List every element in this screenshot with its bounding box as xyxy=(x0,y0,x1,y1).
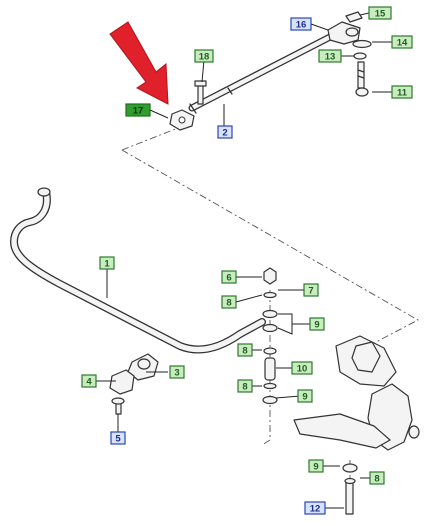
callout-5-text: 5 xyxy=(115,434,121,445)
callout-15[interactable]: 15 xyxy=(368,6,392,20)
callout-1-text: 1 xyxy=(104,259,110,270)
callout-9-bottom[interactable]: 9 xyxy=(308,459,324,473)
callout-14-text: 14 xyxy=(397,38,408,49)
bolt-part-12 xyxy=(344,477,356,515)
callout-3-text: 3 xyxy=(174,368,179,379)
callout-16[interactable]: 16 xyxy=(290,17,312,31)
callout-8-bottom[interactable]: 8 xyxy=(369,471,385,485)
callout-5[interactable]: 5 xyxy=(110,431,126,445)
link-hardware-stack xyxy=(262,267,278,405)
callout-2-text: 2 xyxy=(222,128,227,139)
bracket-part-4 xyxy=(109,369,135,395)
callout-8-bottom-text: 8 xyxy=(374,474,379,485)
callout-9-bottom-text: 9 xyxy=(313,462,318,473)
callout-13-text: 13 xyxy=(325,52,336,63)
callout-9-upper-text: 9 xyxy=(314,320,319,331)
callout-10[interactable]: 10 xyxy=(291,361,313,375)
bolt-part-5 xyxy=(111,397,125,415)
callout-11-text: 11 xyxy=(397,88,408,99)
callout-7-text: 7 xyxy=(308,286,313,297)
callout-4-text: 4 xyxy=(86,377,92,388)
callout-17[interactable]: 17 xyxy=(125,103,151,117)
callout-10-text: 10 xyxy=(297,364,308,375)
callout-4[interactable]: 4 xyxy=(81,374,97,388)
bushing-part-3 xyxy=(127,353,159,381)
callout-6-text: 6 xyxy=(226,273,231,284)
end-link-part-16 xyxy=(327,11,363,45)
callout-15-text: 15 xyxy=(375,9,386,20)
callout-16-text: 16 xyxy=(296,20,307,31)
callout-9-mid[interactable]: 9 xyxy=(297,389,313,403)
callout-18-text: 18 xyxy=(199,52,210,63)
callout-8-upper-text: 8 xyxy=(226,298,231,309)
bolt-part-18 xyxy=(194,80,207,105)
callout-8-upper[interactable]: 8 xyxy=(221,295,237,309)
callout-18[interactable]: 18 xyxy=(194,49,214,63)
callout-14[interactable]: 14 xyxy=(391,35,413,49)
lower-control-arm-assembly xyxy=(293,335,420,473)
callout-3[interactable]: 3 xyxy=(169,365,185,379)
callout-7[interactable]: 7 xyxy=(303,283,319,297)
callout-8-lower[interactable]: 8 xyxy=(237,379,253,393)
callout-1[interactable]: 1 xyxy=(99,256,115,270)
callout-17-text: 17 xyxy=(133,106,144,117)
callout-11[interactable]: 11 xyxy=(391,85,413,99)
washer-part-14 xyxy=(352,39,372,60)
callout-12-text: 12 xyxy=(310,504,321,515)
callout-8-lower-text: 8 xyxy=(242,382,247,393)
link-bolt-part-11 xyxy=(355,61,369,97)
leader-lines xyxy=(96,12,392,509)
callout-6[interactable]: 6 xyxy=(221,270,237,284)
callout-12[interactable]: 12 xyxy=(304,501,326,515)
assembly-guide-lines xyxy=(121,127,419,512)
callout-13[interactable]: 13 xyxy=(318,49,342,63)
callout-9-mid-text: 9 xyxy=(302,392,307,403)
callout-8-mid-text: 8 xyxy=(242,346,247,357)
stabilizer-bar-part-1 xyxy=(10,187,266,354)
red-pointer-arrow xyxy=(109,21,169,105)
shaft-part-2 xyxy=(188,32,336,114)
callout-9-upper[interactable]: 9 xyxy=(309,317,325,331)
callout-2[interactable]: 2 xyxy=(217,125,233,139)
callout-8-mid[interactable]: 8 xyxy=(237,343,253,357)
bracket-part-17 xyxy=(169,109,195,131)
